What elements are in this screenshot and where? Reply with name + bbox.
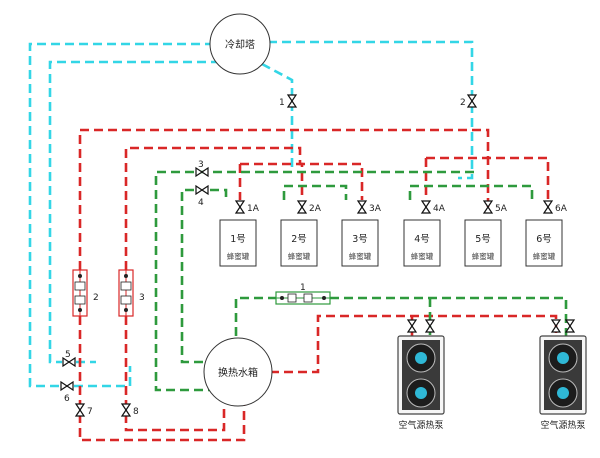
tank-sub: 蜂蜜罐 xyxy=(227,251,250,261)
numbered-valves: 1 2 3 4 5 6 7 8 xyxy=(60,94,477,417)
honey-tank: 2号 蜂蜜罐 xyxy=(280,219,318,267)
valve-1a[interactable] xyxy=(235,200,245,214)
valve-6-label: 6 xyxy=(64,394,70,404)
valve-6a[interactable] xyxy=(543,200,553,214)
heat-pump-1 xyxy=(397,319,445,415)
valve-1[interactable] xyxy=(287,94,297,108)
cooling-water-pipes xyxy=(28,40,474,388)
tank-name: 6号 xyxy=(536,234,552,245)
valve-2[interactable] xyxy=(467,94,477,108)
heat-pump-2-outlet-valve[interactable] xyxy=(565,319,575,333)
valve-2a[interactable] xyxy=(297,200,307,214)
heat-pump-2-label: 空气源热泵 xyxy=(540,419,585,431)
tank-sub: 蜂蜜罐 xyxy=(472,251,495,261)
filter-3[interactable] xyxy=(118,269,134,317)
tank-sub: 蜂蜜罐 xyxy=(411,251,434,261)
filter-3-label: 3 xyxy=(139,293,145,303)
valve-8[interactable] xyxy=(121,403,131,417)
tank-valves: 1A 2A 3A 4A 5A 6A xyxy=(235,200,568,214)
tank-name: 3号 xyxy=(352,234,368,245)
honey-tank: 5号 蜂蜜罐 xyxy=(464,219,502,267)
heat-pump-1-outlet-valve[interactable] xyxy=(425,319,435,333)
tank-name: 4号 xyxy=(414,234,430,245)
heat-pump-1-label: 空气源热泵 xyxy=(398,419,443,431)
hot-water-pipes xyxy=(78,128,558,442)
cooling-tower: 冷却塔 xyxy=(209,13,271,75)
valve-5-label: 5 xyxy=(65,350,71,360)
heat-pump-1-inlet-valve[interactable] xyxy=(407,319,417,333)
honey-tank: 4号 蜂蜜罐 xyxy=(403,219,441,267)
filter-1-label: 1 xyxy=(300,283,306,293)
valve-2a-label: 2A xyxy=(309,204,322,214)
heat-pump-2 xyxy=(539,319,587,415)
valve-7-label: 7 xyxy=(87,407,93,417)
tank-name: 1号 xyxy=(230,234,246,245)
valve-2-label: 2 xyxy=(460,98,466,108)
valve-1-label: 1 xyxy=(279,98,285,108)
heat-tank-label: 换热水箱 xyxy=(218,366,258,379)
valve-7[interactable] xyxy=(75,403,85,417)
heat-pump-2-inlet-valve[interactable] xyxy=(551,319,561,333)
tank-sub: 蜂蜜罐 xyxy=(533,251,556,261)
tank-name: 2号 xyxy=(291,234,307,245)
valve-3a-label: 3A xyxy=(369,204,382,214)
filter-2[interactable] xyxy=(72,269,88,317)
valve-3-label: 3 xyxy=(198,160,204,170)
cooling-tower-label: 冷却塔 xyxy=(225,38,255,51)
honey-tank: 6号 蜂蜜罐 xyxy=(525,219,563,267)
tank-name: 5号 xyxy=(475,234,491,245)
honey-tank: 1号 蜂蜜罐 xyxy=(219,219,257,267)
valve-3a[interactable] xyxy=(357,200,367,214)
filter-1[interactable] xyxy=(275,291,331,305)
valve-8-label: 8 xyxy=(133,407,139,417)
tank-sub: 蜂蜜罐 xyxy=(349,251,372,261)
heat-exchange-tank: 换热水箱 xyxy=(203,337,273,407)
valve-4-label: 4 xyxy=(198,198,204,208)
valve-4[interactable] xyxy=(195,185,209,195)
valve-6[interactable] xyxy=(60,381,74,391)
valve-4a-label: 4A xyxy=(433,204,446,214)
valve-5a[interactable] xyxy=(483,200,493,214)
honey-tank: 3号 蜂蜜罐 xyxy=(341,219,379,267)
filters: 2 3 1 xyxy=(72,269,331,317)
filter-2-label: 2 xyxy=(93,293,99,303)
valve-4a[interactable] xyxy=(421,200,431,214)
return-water-pipes xyxy=(154,170,568,392)
valve-5a-label: 5A xyxy=(495,204,508,214)
valve-6a-label: 6A xyxy=(555,204,568,214)
valve-1a-label: 1A xyxy=(247,204,260,214)
honey-tanks: 1号 蜂蜜罐 2号 蜂蜜罐 3号 蜂蜜罐 4号 蜂蜜罐 5号 蜂蜜罐 6号 蜂蜜… xyxy=(219,219,563,267)
tank-sub: 蜂蜜罐 xyxy=(288,251,311,261)
